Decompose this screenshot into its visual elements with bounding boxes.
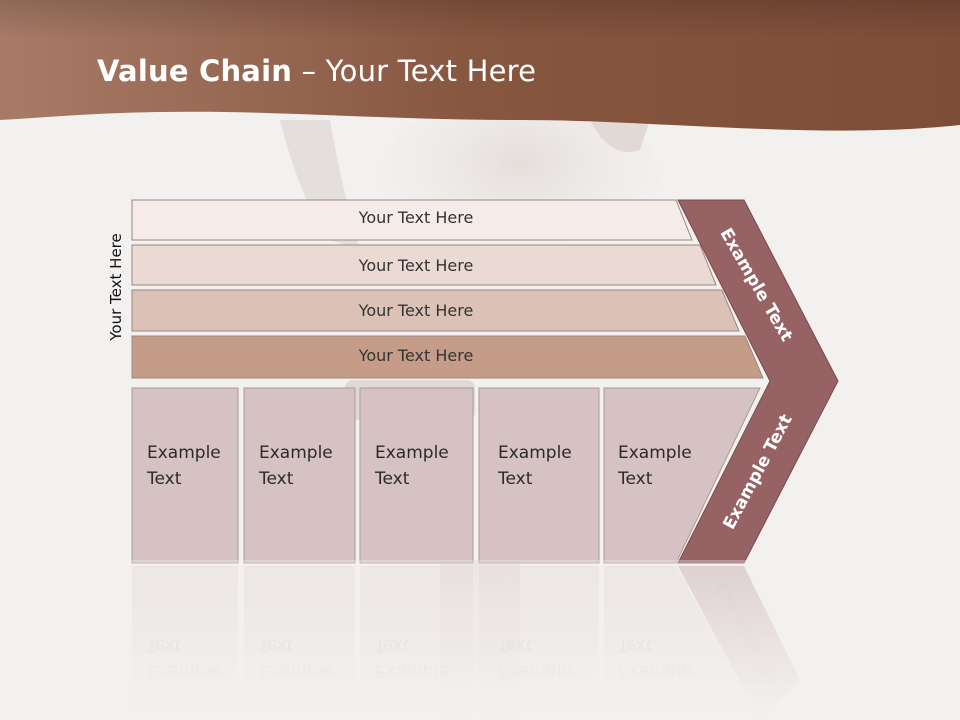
bar-4	[131, 335, 764, 379]
box-text-2: Example Text	[259, 443, 333, 489]
box-text-4: Example Text	[498, 443, 572, 489]
bar-label-1: Your Text Here	[358, 208, 474, 227]
bar-label-2: Your Text Here	[358, 256, 474, 275]
bars-group	[131, 199, 764, 379]
bar-3	[131, 289, 740, 332]
title-rest: – Your Text Here	[292, 54, 537, 88]
bar-2	[131, 244, 717, 286]
reflection-fade	[0, 560, 960, 720]
side-label: Your Text Here	[107, 233, 125, 341]
bar-label-3: Your Text Here	[358, 301, 474, 320]
box-4	[478, 387, 600, 564]
bar-1	[131, 199, 693, 241]
box-text-5: Example Text	[618, 443, 692, 489]
title-bold: Value Chain	[97, 54, 293, 88]
box-text-1: Example Text	[147, 443, 221, 489]
bar-label-4: Your Text Here	[358, 346, 474, 365]
slide-title: Value Chain – Your Text Here	[97, 54, 536, 88]
box-3	[359, 387, 474, 564]
box-2	[243, 387, 356, 564]
boxes-group	[131, 387, 761, 564]
box-1	[131, 387, 239, 564]
box-text-3: Example Text	[375, 443, 449, 489]
